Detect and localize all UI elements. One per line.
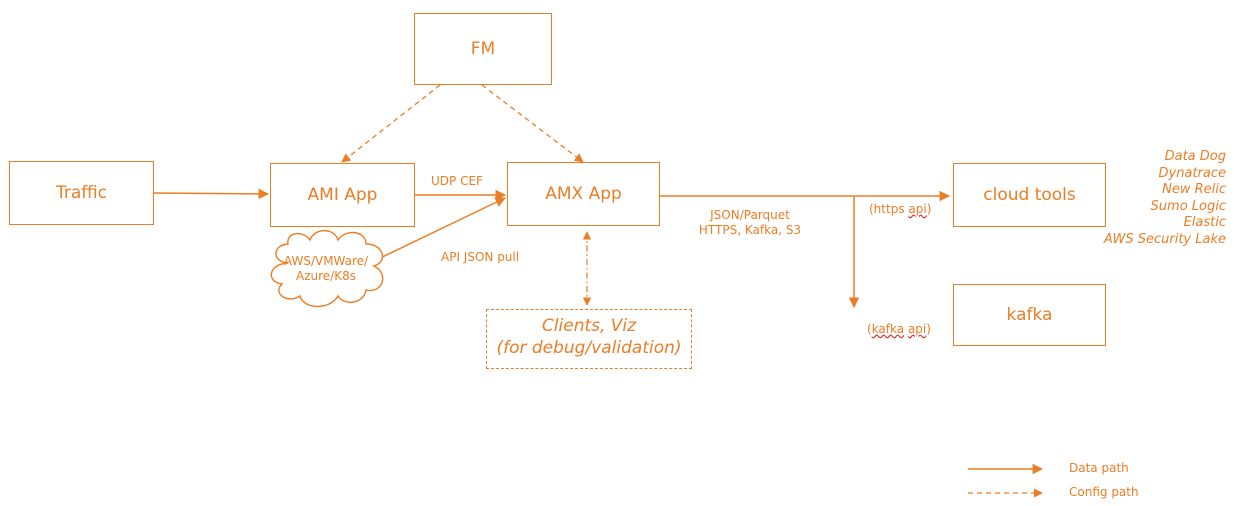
vendor-item: Dynatrace (1158, 165, 1226, 181)
fm-node: FM (414, 13, 552, 85)
cloud-tools-node: cloud tools (953, 163, 1106, 227)
kafka-node: kafka (953, 284, 1106, 346)
cloud-source-line-1: AWS/VMWare/ (283, 254, 369, 268)
clients-viz-node: Clients, Viz (for debug/validation) (486, 309, 692, 369)
legend-data-path-label: Data path (1069, 461, 1129, 475)
vendor-item: AWS Security Lake (1103, 231, 1226, 247)
edge-fm-to-ami (341, 84, 441, 163)
clients-line-1: Clients, Viz (541, 316, 637, 336)
https-api-label: (https api) (869, 202, 931, 217)
vendor-item: New Relic (1162, 182, 1226, 197)
cloud-vendor-list: Data Dog Dynatrace New Relic Sumo Logic … (1104, 149, 1226, 248)
kafka-api-word-1: kafka (871, 322, 905, 336)
vendor-item: Elastic (1183, 215, 1226, 230)
edge-traffic-to-ami (152, 188, 270, 200)
traffic-node: Traffic (9, 161, 154, 225)
api-json-pull-label: API JSON pull (441, 250, 520, 264)
ami-app-node: AMI App (270, 163, 415, 227)
output-formats-line-2: HTTPS, Kafka, S3 (698, 223, 802, 237)
kafka-api-label: (kafka api) (867, 322, 931, 337)
https-api-word: api (908, 202, 927, 216)
kafka-api-word-2: api (907, 322, 927, 336)
edge-cloud-to-amx (371, 197, 506, 263)
clients-line-2: (for debug/validation) (496, 338, 682, 358)
output-formats-line-1: JSON/Parquet (710, 208, 790, 222)
cloud-shape (270, 229, 384, 308)
kafka-api-prefix: ( (867, 322, 872, 336)
amx-app-node: AMX App (507, 162, 660, 226)
cloud-source-label: AWS/VMWare/ Azure/K8s (283, 254, 369, 284)
legend-config-path-label: Config path (1069, 485, 1139, 499)
https-api-suffix: ) (926, 202, 932, 216)
cloud-source-line-2: Azure/K8s (296, 269, 356, 283)
udp-cef-label: UDP CEF (431, 174, 483, 188)
kafka-api-suffix: ) (926, 322, 931, 336)
output-formats-label: JSON/Parquet HTTPS, Kafka, S3 (690, 208, 810, 238)
vendor-item: Sumo Logic (1150, 198, 1226, 214)
vendor-item: Data Dog (1164, 149, 1226, 164)
edge-fm-to-amx (481, 84, 584, 163)
https-api-prefix: (https (869, 202, 909, 216)
